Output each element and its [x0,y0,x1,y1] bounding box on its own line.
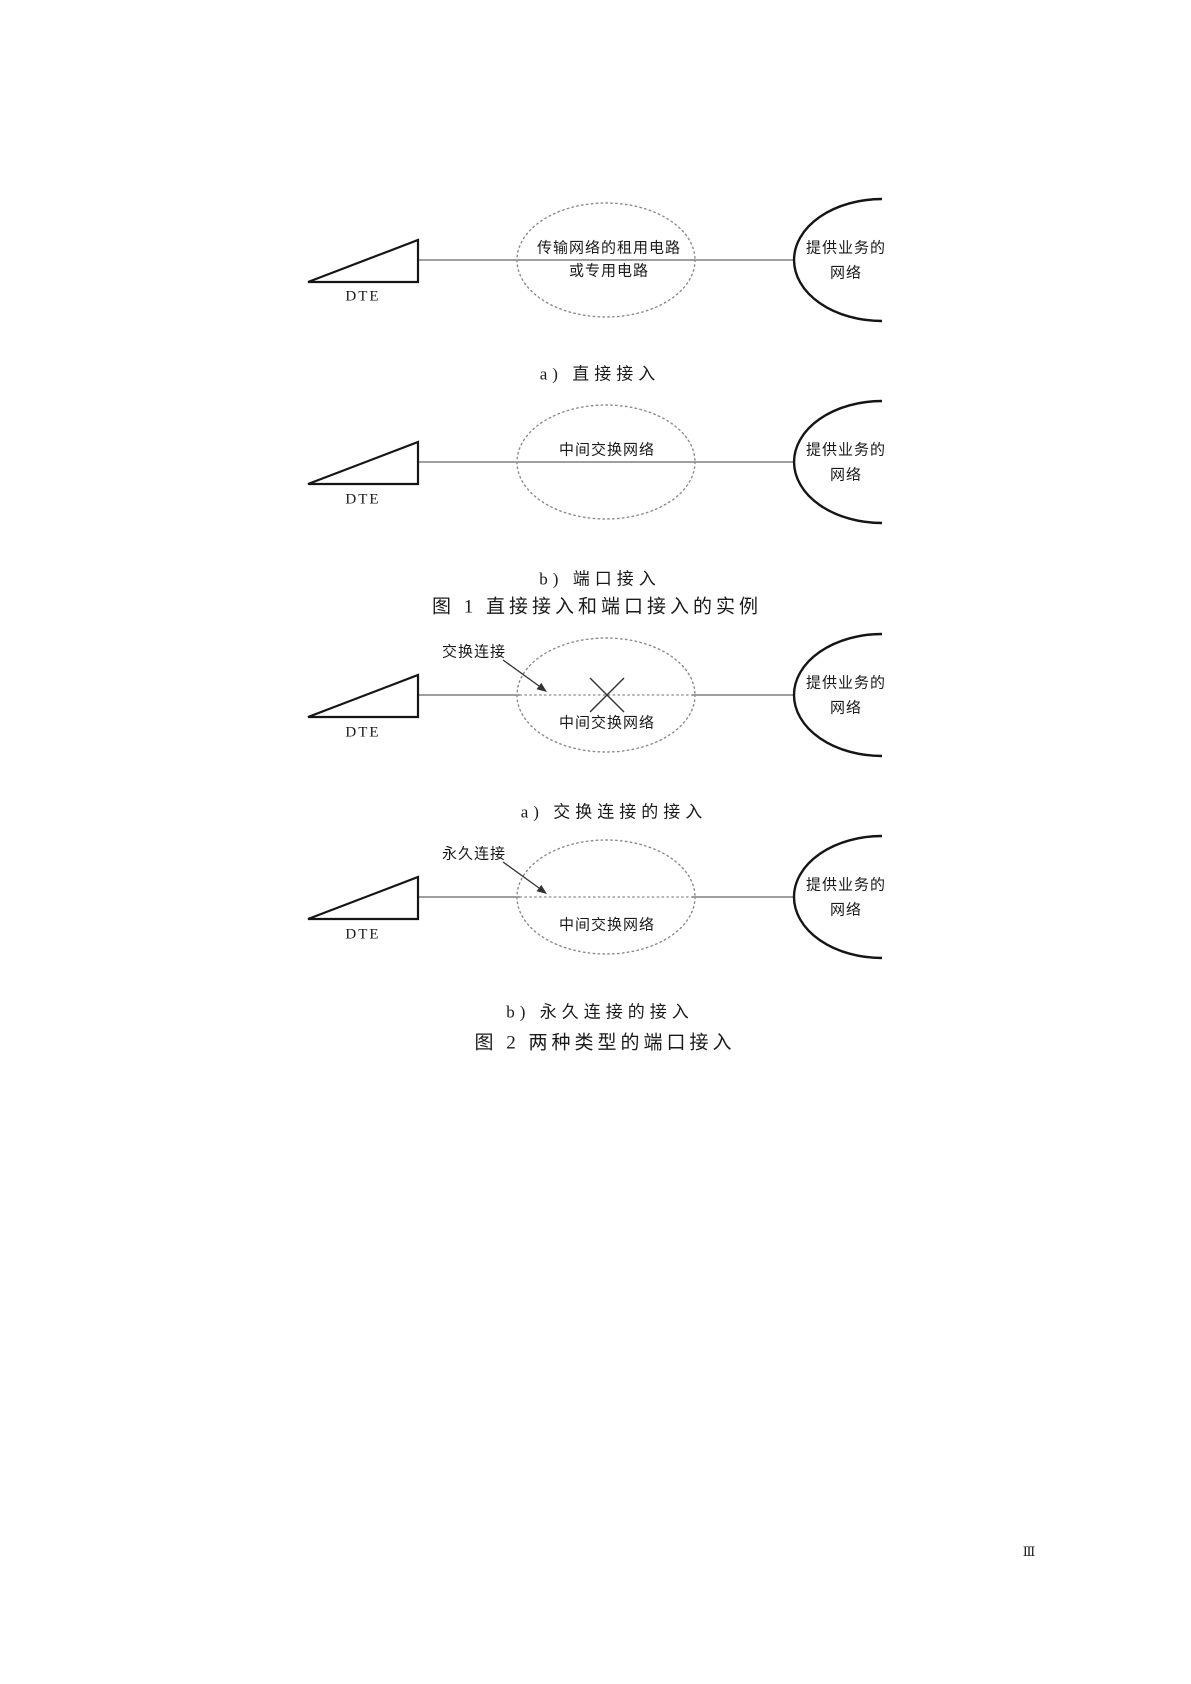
fig2b-diagram [307,834,883,960]
figure1-title: 图 1 直接接入和端口接入的实例 [431,596,763,618]
intermediate-network-cloud-ellipse [516,404,696,520]
network-label-line1: 提供业务的 [805,442,887,459]
pointer-arrow-line [502,659,540,687]
fig1b-diagram [307,399,883,525]
pointer-arrowhead-icon [536,682,547,692]
cloud-label-line1: 传输网络的租用电路 [536,240,682,257]
intermediate-network-cloud-ellipse [516,637,696,753]
network-label-line2: 网络 [829,902,863,919]
network-label-line2: 网络 [829,467,863,484]
network-label-line1: 提供业务的 [805,240,887,257]
dte-terminal-triangle [307,440,420,486]
pointer-label: 永久连接 [441,846,507,863]
dte-label: DTE [345,926,381,943]
dte-terminal-triangle [307,238,420,284]
service-network-arc [792,632,883,758]
cloud-label: 中间交换网络 [558,715,656,732]
network-label-line2: 网络 [829,700,863,717]
subfigure-caption: b) 端口接入 [539,569,661,589]
pointer-label: 交换连接 [441,644,507,661]
dte-terminal-triangle [307,875,420,921]
network-label-line1: 提供业务的 [805,675,887,692]
network-label-line1: 提供业务的 [805,877,887,894]
cloud-label-line2: 或专用电路 [568,263,650,280]
dte-label: DTE [345,724,381,741]
network-label-line2: 网络 [829,265,863,282]
dte-label: DTE [345,288,381,305]
pointer-arrowhead-icon [536,884,547,894]
figure2-title: 图 2 两种类型的端口接入 [474,1032,736,1054]
pointer-arrow-line [502,861,540,889]
service-network-arc [792,399,883,525]
page-number: Ⅲ [1022,1544,1036,1559]
subfigure-caption: b) 永久连接的接入 [506,1002,694,1022]
intermediate-network-cloud-ellipse [516,839,696,955]
dte-label: DTE [345,491,381,508]
cloud-label: 中间交换网络 [558,917,656,934]
service-network-arc [792,197,883,323]
cloud-label: 中间交换网络 [558,442,656,459]
switch-cross-icon [589,677,625,713]
fig2a-diagram [307,632,883,758]
subfigure-caption: a) 直接接入 [539,364,661,384]
dte-terminal-triangle [307,673,420,719]
subfigure-caption: a) 交换连接的接入 [520,802,708,822]
service-network-arc [792,834,883,960]
fig1a-diagram [307,197,883,323]
leased-circuit-cloud-ellipse [516,202,696,318]
